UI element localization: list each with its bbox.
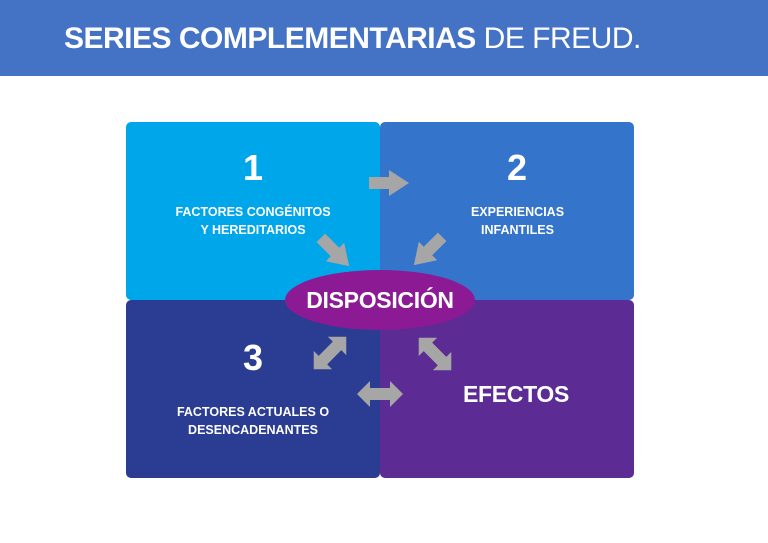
quadrant-congenital-factors (126, 122, 380, 300)
arrow-center-3-double-icon (304, 327, 356, 379)
quadrant-4-label: EFECTOS (462, 381, 570, 407)
quadrant-2-label: EXPERIENCIAS INFANTILES (440, 203, 595, 239)
quadrant-2-number: 2 (506, 147, 528, 188)
page-title: SERIES COMPLEMENTARIAS DE FREUD. (64, 22, 641, 56)
quadrant-childhood-experiences (380, 122, 634, 300)
quadrant-3-label-line-1: FACTORES ACTUALES O (176, 405, 330, 419)
quadrant-1-label-line-2: Y HEREDITARIOS (200, 223, 306, 237)
page-title-light: DE FREUD. (475, 22, 642, 55)
quadrant-3-number: 3 (242, 337, 264, 378)
quadrant-effects (380, 300, 634, 478)
arrow-1-to-2-icon (369, 170, 409, 196)
quadrant-2-label-line-1: EXPERIENCIAS (470, 205, 565, 219)
arrow-3-effects-double-icon (357, 381, 403, 407)
page-title-strong: SERIES COMPLEMENTARIAS (64, 22, 476, 55)
arrow-2-to-center-icon (404, 227, 452, 275)
quadrant-1-number: 1 (242, 147, 264, 188)
arrow-1-to-center-icon (311, 228, 359, 276)
quadrant-current-factors (126, 300, 380, 478)
center-disposition-label: DISPOSICIÓN (306, 286, 454, 313)
quadrant-3-label: FACTORES ACTUALES O DESENCADENANTES (168, 403, 338, 439)
title-bar: SERIES COMPLEMENTARIAS DE FREUD. (0, 0, 768, 76)
center-disposition-ellipse: DISPOSICIÓN (285, 270, 475, 330)
quadrant-3-label-line-2: DESENCADENANTES (188, 423, 318, 437)
quadrant-2-label-line-2: INFANTILES (481, 223, 554, 237)
quadrant-1-label: FACTORES CONGÉNITOS Y HEREDITARIOS (168, 203, 338, 239)
quadrant-1-label-line-1: FACTORES CONGÉNITOS (175, 205, 331, 219)
arrow-center-effects-double-icon (409, 328, 461, 380)
